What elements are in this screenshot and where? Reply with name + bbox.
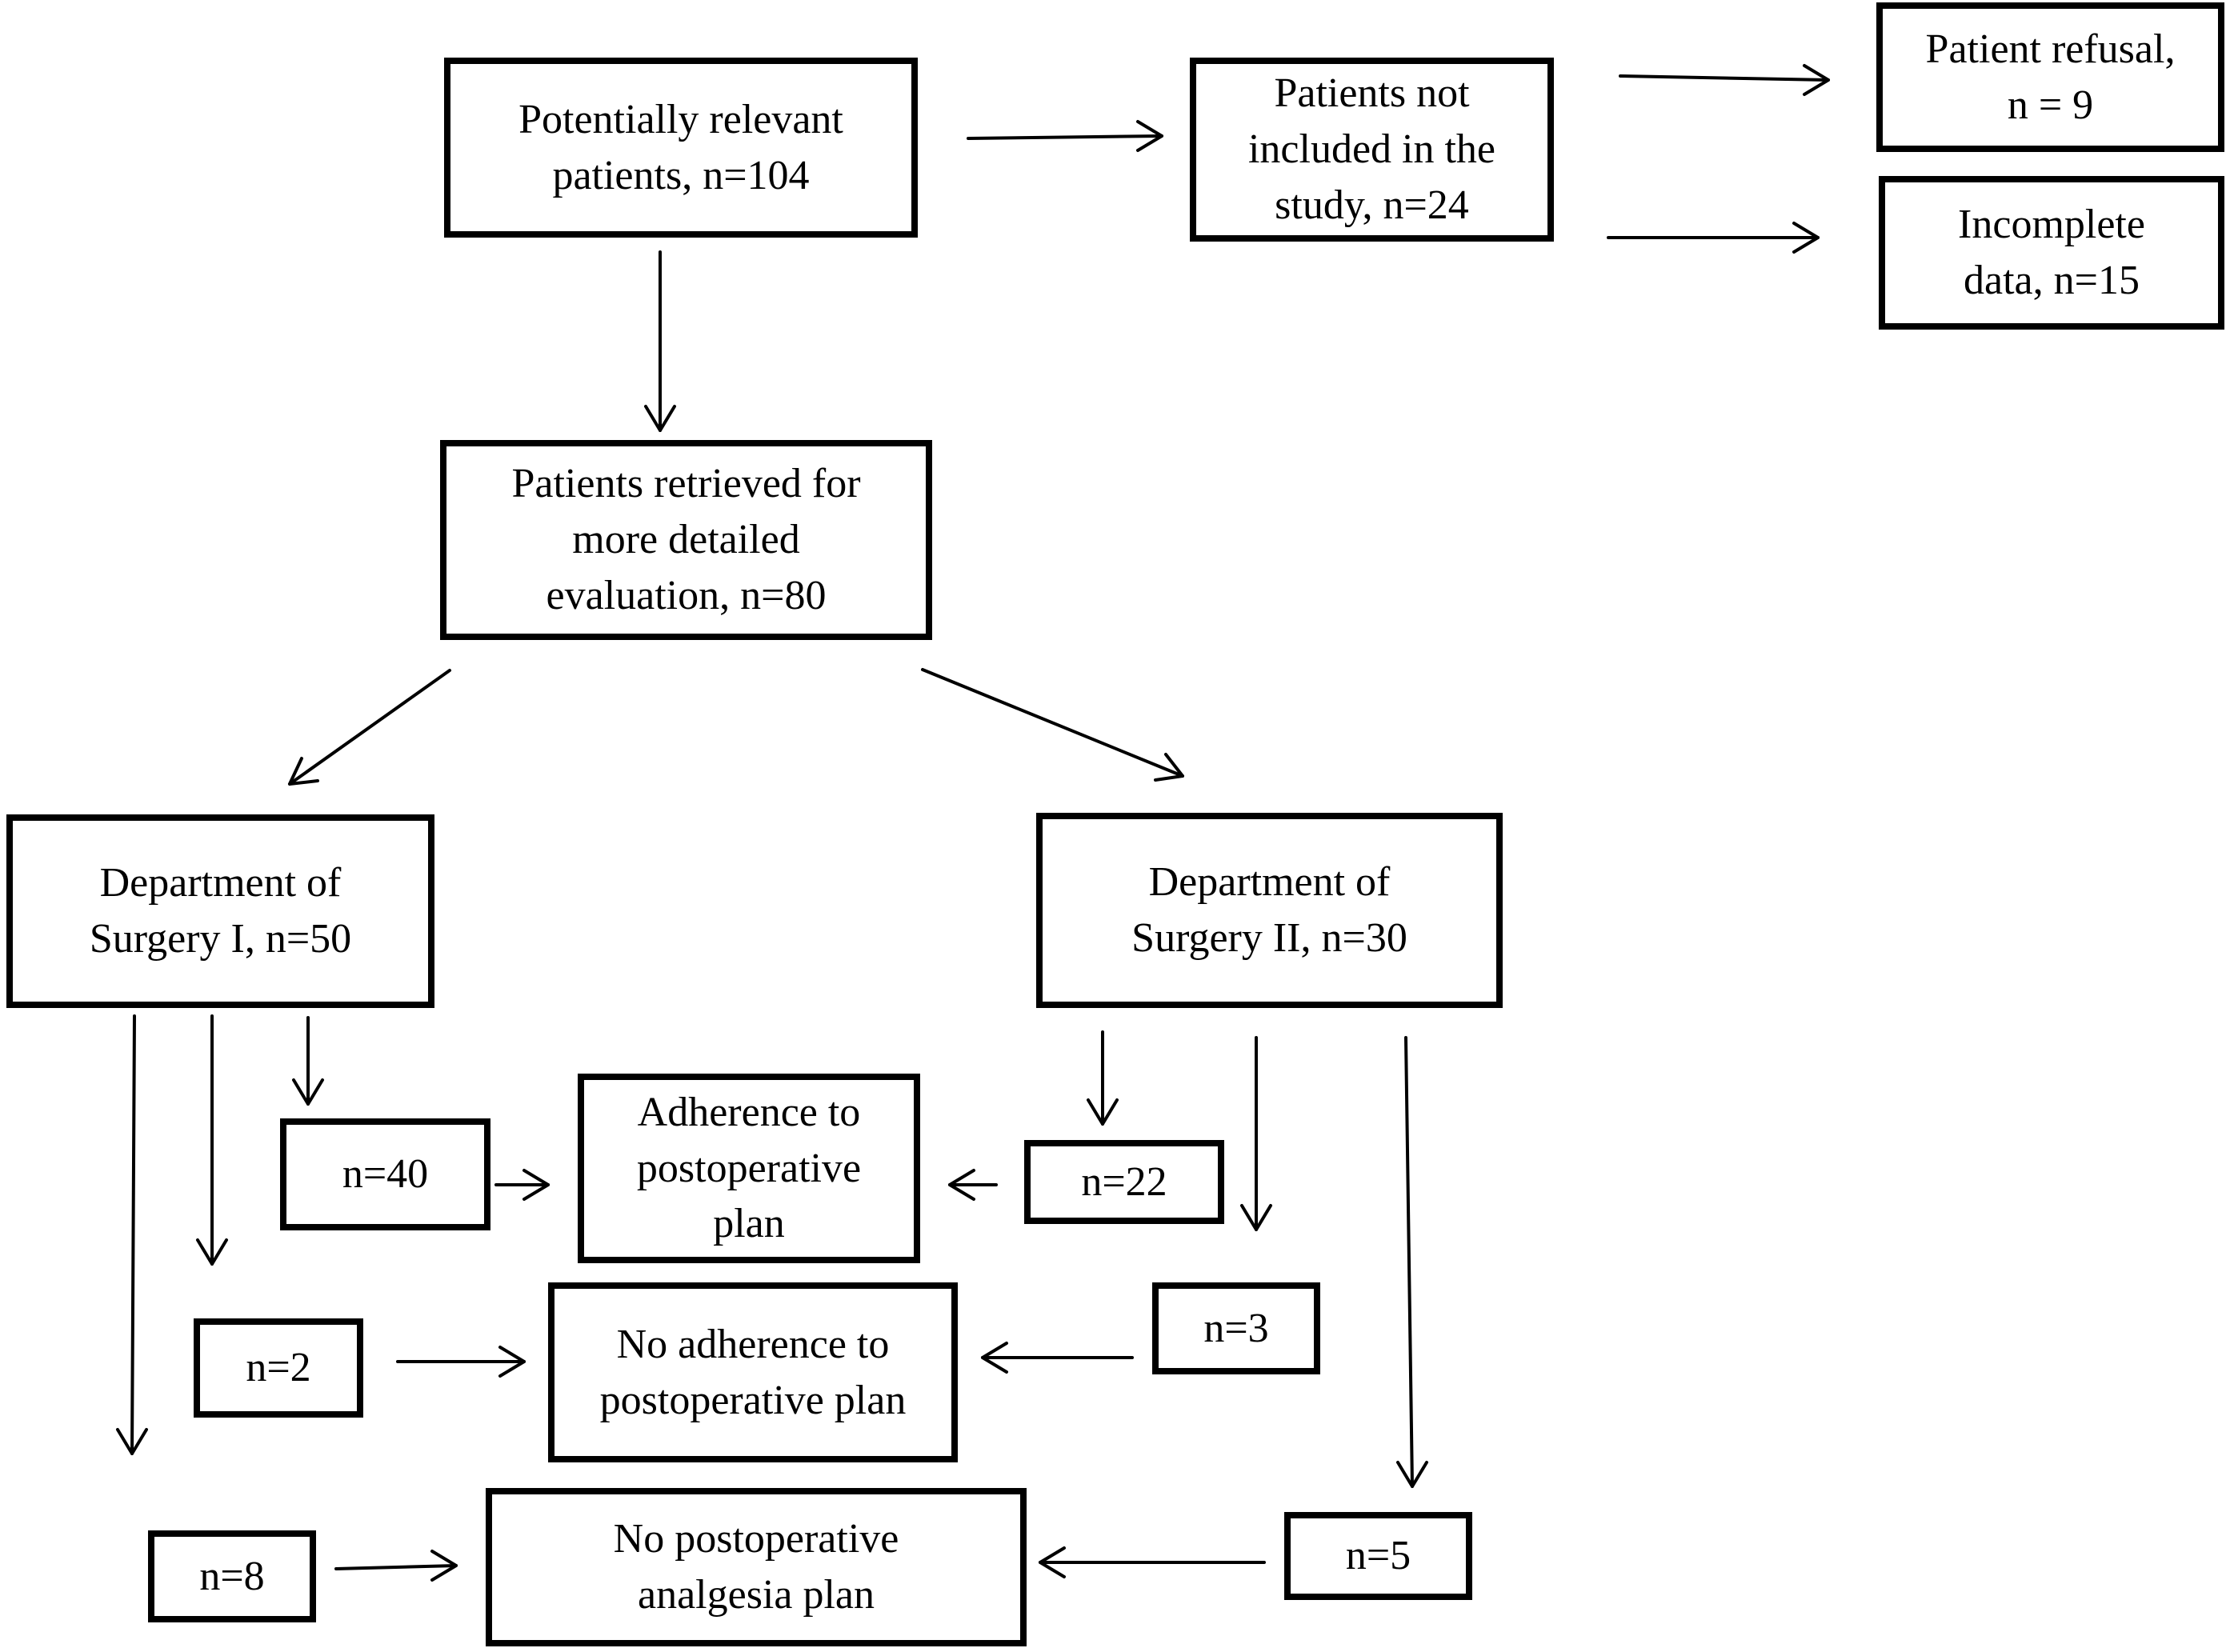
- box-line: postoperative: [636, 1145, 862, 1191]
- box-line: Patients not: [1274, 70, 1470, 117]
- box-line: data, n=15: [1964, 258, 2140, 303]
- box-line: Department of: [99, 860, 342, 906]
- box-line: plan: [713, 1201, 785, 1247]
- box-line: postoperative plan: [599, 1377, 907, 1423]
- box-line: Surgery I, n=50: [89, 916, 352, 962]
- arrow-surgery-1-down-long: [116, 1014, 148, 1455]
- arrow-n22-to-adherence: [948, 1169, 998, 1201]
- arrow-n3-to-no-adherence: [981, 1342, 1134, 1374]
- box-incomplete-data: Incomplete data, n=15: [1879, 176, 2224, 330]
- box-line: n=40: [342, 1151, 429, 1198]
- box-line: Adherence to: [637, 1089, 861, 1135]
- arrow-retrieved-to-surgery-1: [288, 669, 451, 786]
- arrow-surgery-2-down-long: [1396, 1036, 1428, 1488]
- arrow-n8-to-no-plan: [334, 1550, 458, 1582]
- box-line: No adherence to: [616, 1321, 890, 1367]
- box-no-adherence-to-plan: No adherence to postoperative plan: [548, 1282, 958, 1462]
- box-line: Department of: [1148, 859, 1391, 906]
- box-no-postoperative-analgesia-plan: No postoperative analgesia plan: [486, 1488, 1027, 1646]
- box-line: patients, n=104: [552, 152, 810, 198]
- box-s2-count-n3: n=3: [1152, 1282, 1320, 1374]
- box-line: Incomplete: [1958, 202, 2145, 248]
- box-adherence-to-plan: Adherence to postoperative plan: [578, 1074, 920, 1263]
- box-line: n=8: [199, 1553, 265, 1599]
- box-line: n = 9: [2007, 82, 2094, 128]
- box-patients-not-included: Patients not included in the study, n=24: [1190, 58, 1554, 242]
- box-line: n=5: [1345, 1533, 1411, 1579]
- box-s1-count-n40: n=40: [280, 1118, 490, 1230]
- box-s2-count-n5: n=5: [1284, 1512, 1472, 1600]
- box-line: n=3: [1203, 1305, 1269, 1351]
- box-patient-refusal: Patient refusal, n = 9: [1876, 2, 2224, 152]
- arrow-n5-to-no-plan: [1039, 1546, 1266, 1578]
- arrow-surgery-1-down-mid: [196, 1014, 228, 1266]
- box-line: n=22: [1081, 1158, 1167, 1205]
- box-line: included in the: [1247, 126, 1496, 173]
- arrow-retrieved-to-surgery-2: [921, 668, 1184, 782]
- box-s1-count-n8: n=8: [148, 1530, 316, 1622]
- box-department-surgery-1: Department of Surgery I, n=50: [6, 814, 434, 1008]
- box-line: No postoperative: [613, 1516, 899, 1562]
- arrow-surgery-2-down-mid: [1240, 1036, 1272, 1231]
- box-line: Patients retrieved for: [511, 461, 861, 507]
- box-line: more detailed: [572, 517, 800, 563]
- box-line: n=2: [246, 1345, 311, 1391]
- arrow-not-included-to-incomplete: [1607, 222, 1820, 254]
- box-line: analgesia plan: [638, 1572, 875, 1618]
- arrow-relevant-to-not-included: [967, 120, 1163, 152]
- arrow-n40-to-adherence: [494, 1169, 550, 1201]
- box-s1-count-n2: n=2: [194, 1318, 363, 1418]
- box-line: Potentially relevant: [518, 96, 843, 142]
- box-line: study, n=24: [1275, 182, 1469, 228]
- arrow-n2-to-no-adherence: [396, 1346, 526, 1378]
- arrow-not-included-to-refusal: [1619, 64, 1830, 96]
- box-line: Surgery II, n=30: [1131, 915, 1407, 961]
- box-department-surgery-2: Department of Surgery II, n=30: [1036, 813, 1503, 1008]
- box-patients-retrieved: Patients retrieved for more detailed eva…: [440, 440, 932, 640]
- box-potentially-relevant-patients: Potentially relevant patients, n=104: [444, 58, 918, 238]
- arrow-surgery-1-down-short: [292, 1016, 324, 1106]
- arrow-surgery-2-down-short: [1087, 1030, 1119, 1126]
- box-line: Patient refusal,: [1925, 26, 2176, 72]
- box-line: evaluation, n=80: [546, 572, 827, 618]
- box-s2-count-n22: n=22: [1024, 1140, 1224, 1224]
- arrow-relevant-to-retrieved: [644, 250, 676, 432]
